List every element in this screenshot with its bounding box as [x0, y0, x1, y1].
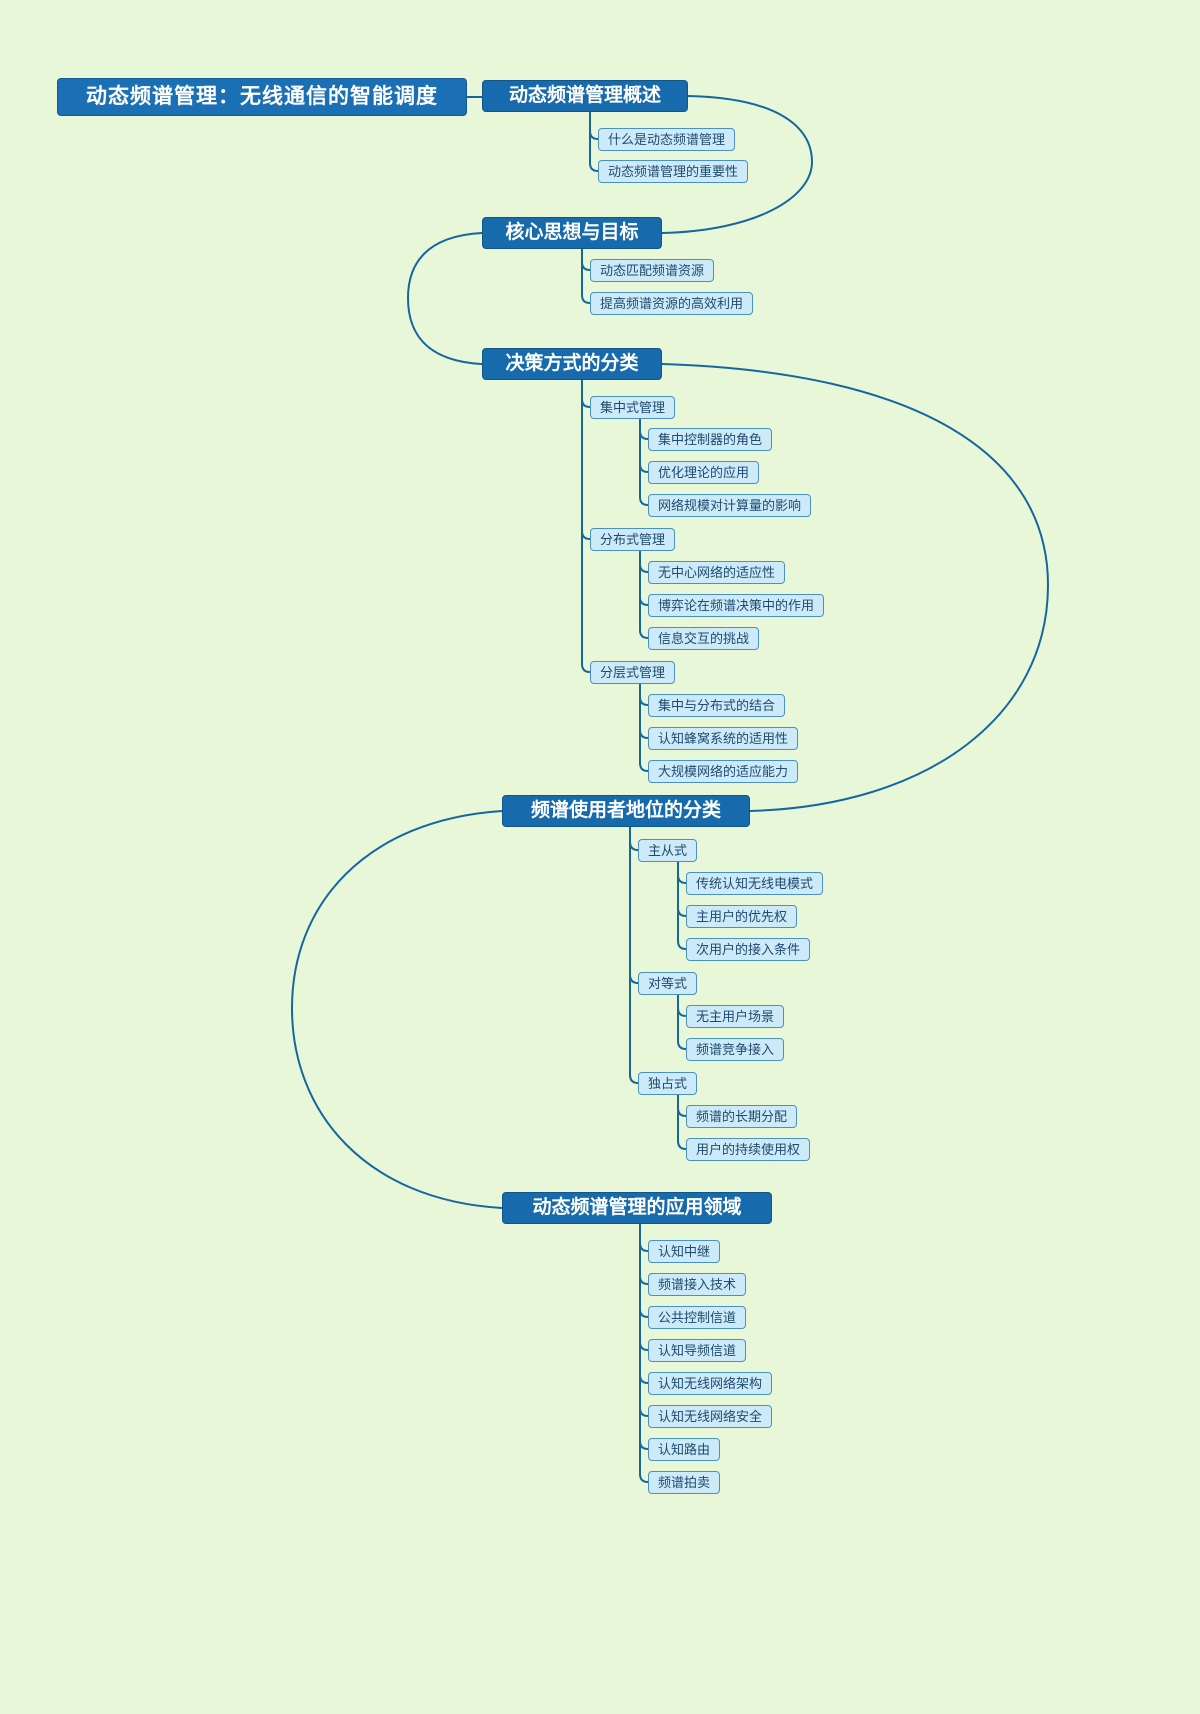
subtopic[interactable]: 认知中继: [648, 1240, 721, 1263]
leaf-topic[interactable]: 频谱的长期分配: [686, 1105, 798, 1128]
main-topic-3[interactable]: 决策方式的分类: [482, 348, 662, 380]
leaf-topic[interactable]: 集中控制器的角色: [648, 428, 773, 451]
leaf-topic[interactable]: 主用户的优先权: [686, 905, 798, 928]
subtopic[interactable]: 动态频谱管理的重要性: [598, 160, 749, 183]
mindmap-root[interactable]: 动态频谱管理：无线通信的智能调度: [57, 78, 467, 116]
leaf-topic[interactable]: 集中与分布式的结合: [648, 694, 786, 717]
subtopic[interactable]: 什么是动态频谱管理: [598, 128, 736, 151]
leaf-topic[interactable]: 大规模网络的适应能力: [648, 760, 799, 783]
subtopic[interactable]: 集中式管理: [590, 396, 676, 419]
leaf-topic[interactable]: 传统认知无线电模式: [686, 872, 824, 895]
leaf-topic[interactable]: 无中心网络的适应性: [648, 561, 786, 584]
leaf-topic[interactable]: 次用户的接入条件: [686, 938, 811, 961]
leaf-topic[interactable]: 频谱竞争接入: [686, 1038, 785, 1061]
subtopic[interactable]: 分层式管理: [590, 661, 676, 684]
leaf-topic[interactable]: 博弈论在频谱决策中的作用: [648, 594, 825, 617]
main-topic-2[interactable]: 核心思想与目标: [482, 217, 662, 249]
subtopic[interactable]: 独占式: [638, 1072, 698, 1095]
subtopic[interactable]: 动态匹配频谱资源: [590, 259, 715, 282]
leaf-topic[interactable]: 认知蜂窝系统的适用性: [648, 727, 799, 750]
leaf-topic[interactable]: 网络规模对计算量的影响: [648, 494, 812, 517]
subtopic[interactable]: 频谱接入技术: [648, 1273, 747, 1296]
subtopic[interactable]: 认知无线网络架构: [648, 1372, 773, 1395]
leaf-topic[interactable]: 无主用户场景: [686, 1005, 785, 1028]
leaf-topic[interactable]: 信息交互的挑战: [648, 627, 760, 650]
subtopic[interactable]: 认知无线网络安全: [648, 1405, 773, 1428]
subtopic[interactable]: 认知路由: [648, 1438, 721, 1461]
subtopic[interactable]: 公共控制信道: [648, 1306, 747, 1329]
main-topic-5[interactable]: 动态频谱管理的应用领域: [502, 1192, 772, 1224]
subtopic[interactable]: 认知导频信道: [648, 1339, 747, 1362]
subtopic[interactable]: 提高频谱资源的高效利用: [590, 292, 754, 315]
leaf-topic[interactable]: 优化理论的应用: [648, 461, 760, 484]
main-topic-1[interactable]: 动态频谱管理概述: [482, 80, 688, 112]
subtopic[interactable]: 分布式管理: [590, 528, 676, 551]
subtopic[interactable]: 对等式: [638, 972, 698, 995]
leaf-topic[interactable]: 用户的持续使用权: [686, 1138, 811, 1161]
subtopic[interactable]: 频谱拍卖: [648, 1471, 721, 1494]
subtopic[interactable]: 主从式: [638, 839, 698, 862]
main-topic-4[interactable]: 频谱使用者地位的分类: [502, 795, 750, 827]
